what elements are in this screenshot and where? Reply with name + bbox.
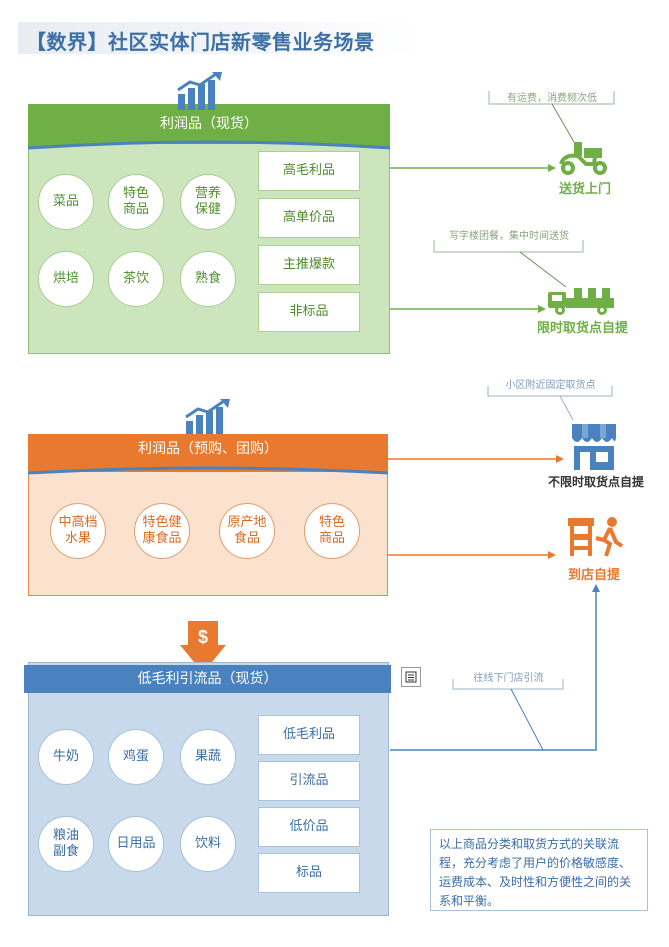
category-box: 非标品 [258, 292, 360, 332]
category-box: 主推爆款 [258, 245, 360, 285]
category-box: 高毛利品 [258, 151, 360, 191]
profit-spot-banner: 利润品（现货） [28, 104, 390, 144]
circle-item: 特色 商品 [304, 503, 360, 559]
traffic-spot-banner: 低毛利引流品（现货） [24, 665, 391, 693]
category-box: 低毛利品 [258, 715, 360, 755]
note-timed-pickup: 写字楼团餐，集中时间送货 [449, 231, 569, 242]
circle-item: 特色 商品 [108, 174, 164, 230]
circle-label: 果蔬 [194, 749, 221, 764]
circle-item: 日用品 [108, 816, 164, 872]
circle-label: 茶饮 [122, 271, 149, 286]
dest-unlimited-pickup: 不限时取货点自提 [548, 475, 645, 489]
dest-timed-pickup: 限时取货点自提 [537, 321, 629, 336]
circle-item: 原产地 食品 [219, 503, 275, 559]
category-box: 标品 [258, 853, 360, 893]
truck-icon [548, 288, 614, 315]
dest-store-pickup: 到店自提 [568, 568, 621, 583]
circle-item: 牛奶 [38, 729, 94, 785]
category-box: 引流品 [258, 761, 360, 801]
growth-chart-icon [185, 399, 230, 437]
page-title: 【数界】社区实体门店新零售业务场景 [26, 30, 375, 54]
banner-wave [28, 140, 390, 150]
circle-item: 粮油 副食 [38, 816, 94, 872]
circle-label: 原产地 食品 [227, 515, 267, 546]
walking-shopper-icon [568, 517, 624, 557]
circle-label: 烘培 [52, 271, 79, 286]
growth-chart-icon [177, 72, 222, 110]
category-box: 低价品 [258, 807, 360, 847]
circle-label: 特色 商品 [122, 186, 149, 217]
circle-label: 粮油 副食 [52, 828, 79, 859]
store-icon [572, 424, 616, 470]
dest-door-delivery: 送货上门 [559, 182, 612, 197]
circle-label: 熟食 [194, 271, 221, 286]
circle-label: 牛奶 [52, 749, 79, 764]
dollar-down-arrow-icon: $ [180, 621, 226, 673]
circle-label: 鸡蛋 [122, 749, 149, 764]
circle-label: 菜品 [52, 194, 79, 209]
circle-item: 营养 保健 [180, 174, 236, 230]
category-box: 高单价品 [258, 198, 360, 238]
circle-label: 营养 保健 [194, 186, 221, 217]
circle-label: 饮料 [194, 836, 221, 851]
note-unlimited-pickup: 小区附近固定取货点 [505, 380, 596, 391]
circle-item: 烘培 [38, 251, 94, 307]
circle-item: 鸡蛋 [108, 729, 164, 785]
scooter-icon [559, 142, 607, 175]
circle-item: 果蔬 [180, 729, 236, 785]
circle-item: 茶饮 [108, 251, 164, 307]
circle-label: 特色 商品 [318, 515, 345, 546]
banner-wave [28, 466, 388, 475]
circle-item: 饮料 [180, 816, 236, 872]
summary-box: 以上商品分类和取货方式的关联流程，充分考虑了用户的价格敏感度、运费成本、及时性和… [430, 829, 648, 911]
circle-item: 熟食 [180, 251, 236, 307]
circle-label: 特色健 康食品 [142, 515, 182, 546]
circle-item: 中高档 水果 [50, 503, 106, 559]
note-store-pickup: 往线下门店引流 [473, 673, 544, 684]
profit-presale-banner: 利润品（预购、团购） [28, 434, 388, 472]
circle-item: 菜品 [38, 174, 94, 230]
svg-text:$: $ [198, 627, 208, 647]
crop-frame-icon[interactable] [401, 667, 421, 687]
note-door-delivery: 有运费，消费频次低 [507, 93, 597, 104]
circle-label: 中高档 水果 [58, 515, 98, 546]
circle-item: 特色健 康食品 [134, 503, 190, 559]
circle-label: 日用品 [116, 836, 156, 851]
title-bar [18, 22, 418, 54]
